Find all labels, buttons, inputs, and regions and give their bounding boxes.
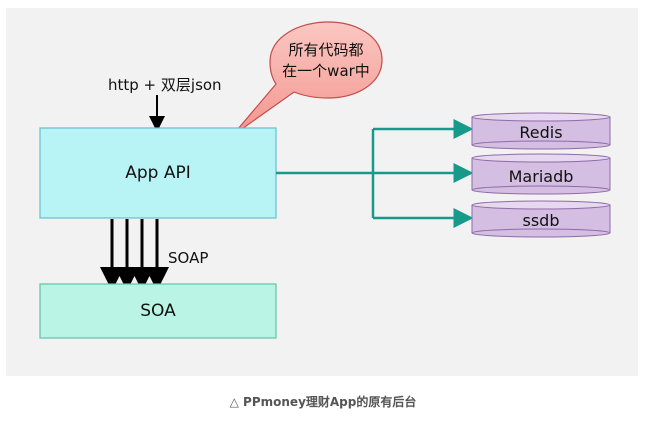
soap-label: SOAP: [168, 249, 209, 267]
soa-box: [39, 283, 277, 339]
bubble-line-1: 所有代码都: [288, 41, 364, 59]
redis-db: [471, 112, 611, 150]
note-bubble: [231, 21, 383, 137]
figure-caption: △ PPmoney理财App的原有后台: [229, 395, 417, 409]
db-connectors: [276, 119, 474, 228]
mariadb-label: Mariadb: [508, 166, 574, 186]
ssdb-label: ssdb: [522, 210, 560, 230]
input-label: http + 双层json: [108, 76, 222, 94]
redis-label: Redis: [519, 122, 563, 142]
app-api-box: [39, 127, 277, 219]
bubble-line-2: 在一个war中: [282, 62, 370, 80]
soa-label: SOA: [140, 301, 176, 321]
mariadb-db: [471, 153, 611, 195]
bubble-text: 所有代码都 在一个war中: [270, 36, 382, 86]
ssdb-db: [471, 200, 611, 238]
app-api-label: App API: [125, 163, 191, 183]
